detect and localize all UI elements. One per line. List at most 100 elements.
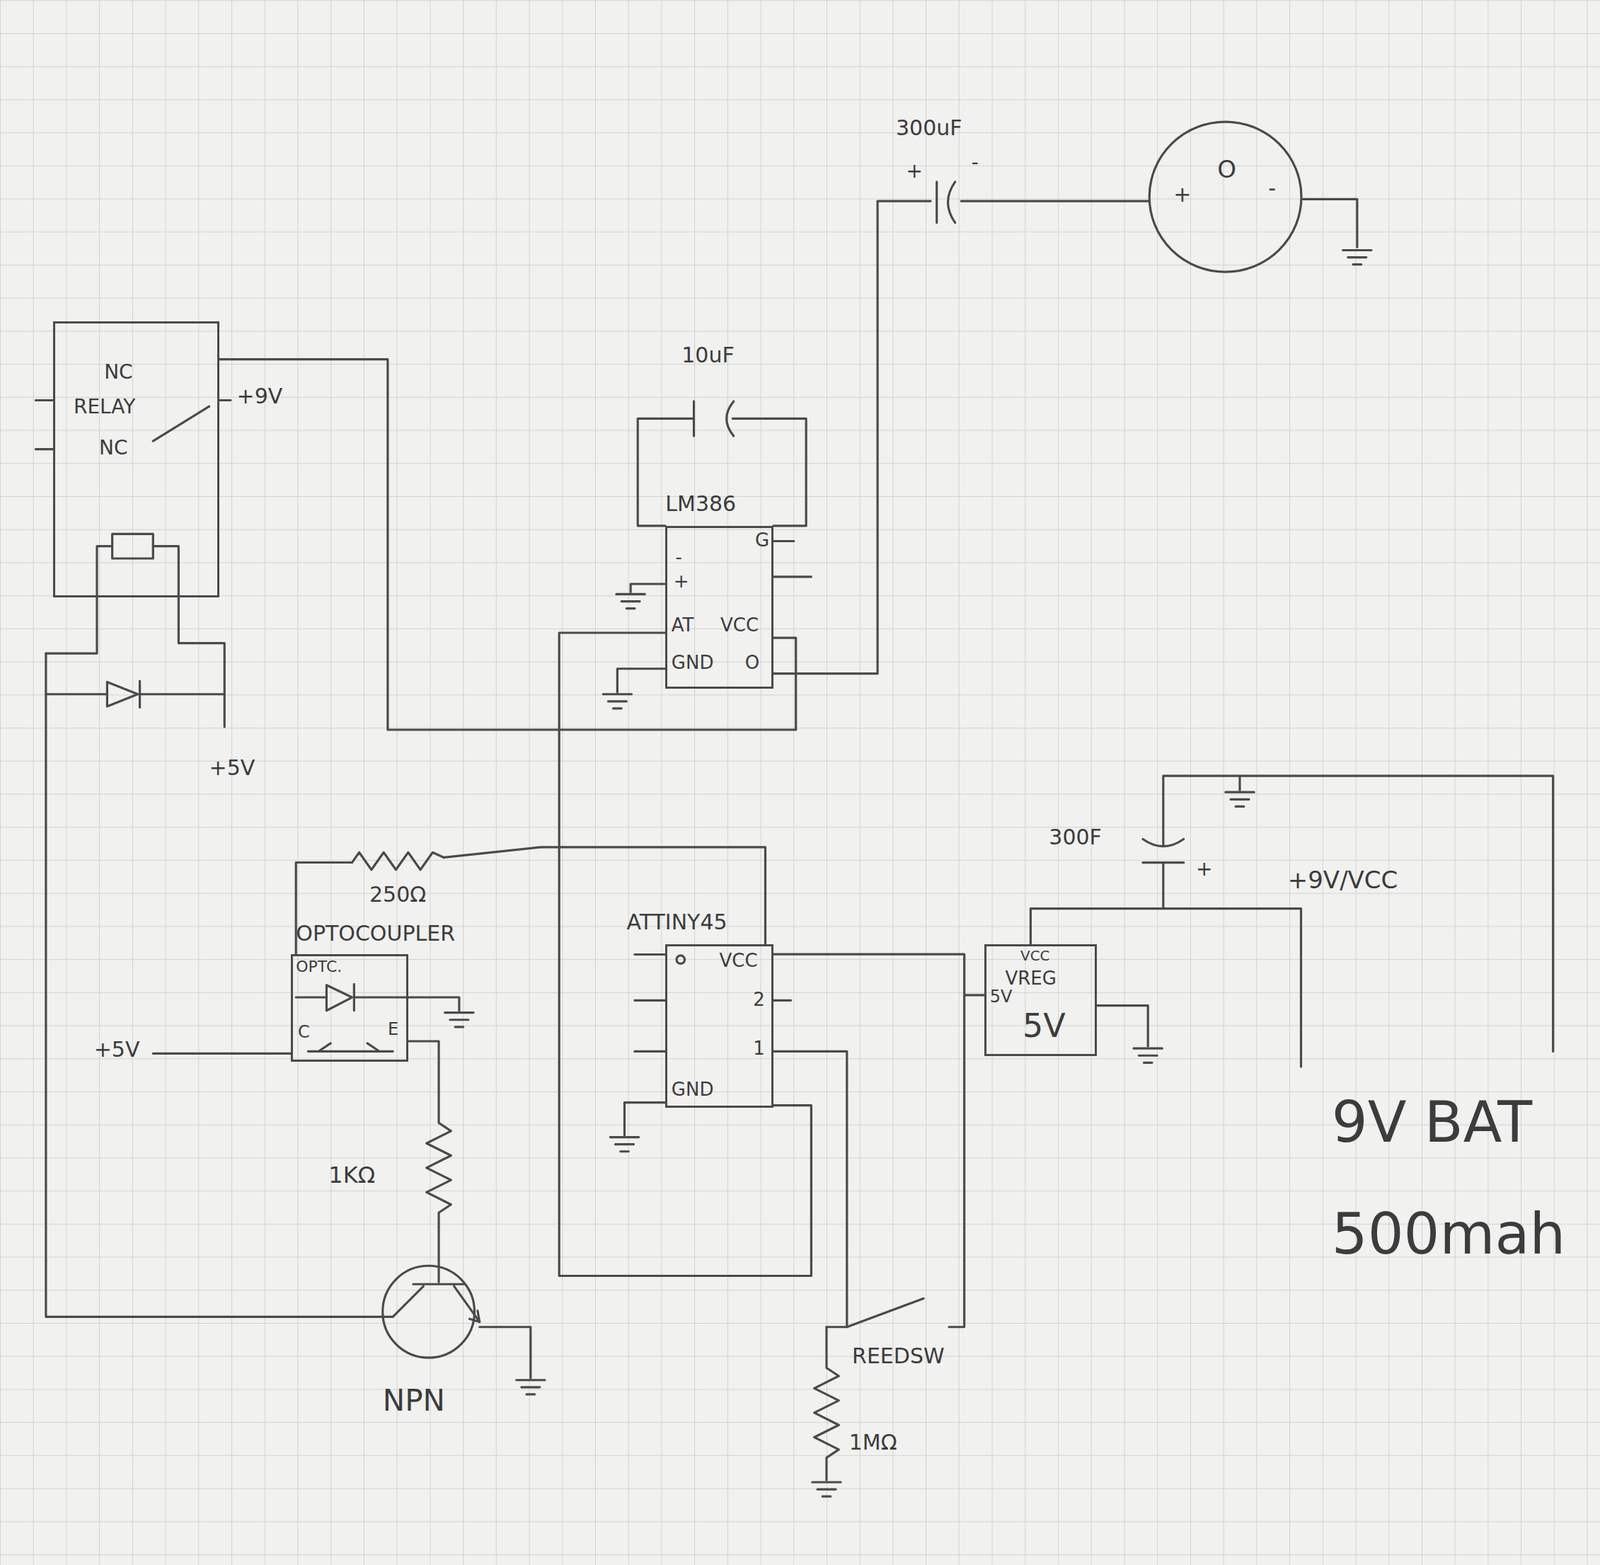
diode-symbol [106, 681, 138, 707]
node-text: NC [99, 438, 129, 458]
component-label: C [297, 1023, 310, 1041]
wire-connector [295, 847, 765, 954]
component-label: + [905, 161, 923, 182]
component-label: + [1195, 859, 1213, 879]
wire [630, 583, 666, 593]
speaker-outline [1149, 121, 1302, 272]
component-label: 1MΩ [849, 1431, 898, 1453]
wire [1302, 198, 1357, 247]
wire [1096, 1005, 1148, 1047]
ground-symbol [1133, 1048, 1162, 1063]
wire [45, 653, 393, 1317]
component-label: 5V [990, 987, 1013, 1005]
component-label: + [673, 571, 690, 591]
wiring [35, 181, 1553, 1496]
transistor-symbol [392, 1283, 480, 1322]
wire [617, 668, 666, 693]
component-label: NPN [382, 1385, 446, 1416]
component-label: G [755, 530, 770, 550]
node-text: VREG [1004, 968, 1056, 988]
wire-connector [773, 200, 1148, 674]
wire [624, 1102, 666, 1136]
ground-symbol [812, 1481, 841, 1496]
capacitor-plate [935, 181, 938, 223]
component-label: OPTC. [295, 958, 342, 975]
pin-stub [634, 953, 792, 1051]
transistor-arrow [469, 1310, 480, 1322]
component-label: 1KΩ [328, 1163, 376, 1187]
node-text: - [1268, 177, 1276, 199]
component-label: O [745, 653, 760, 672]
component-label: +9V/VCC [1287, 867, 1399, 892]
wire [152, 1052, 291, 1055]
component-label: AT [671, 615, 695, 635]
reed-switch-blade [847, 1297, 924, 1327]
capacitor-plate [692, 401, 695, 436]
wire [152, 546, 225, 727]
wire [45, 546, 113, 654]
wire [1238, 775, 1241, 790]
component-label: +5V [209, 757, 256, 779]
ground-symbol [609, 1137, 639, 1152]
speaker-circle: + O - [1147, 120, 1303, 274]
component-label: VCC [1020, 948, 1051, 963]
component-label: GND [671, 653, 715, 672]
wire [1030, 908, 1301, 1068]
led-symbol [326, 985, 352, 1011]
node-text: O [1217, 157, 1237, 182]
component-label: - [675, 547, 683, 567]
node-heading: OPTOCOUPLER [295, 922, 456, 945]
led-bar [353, 983, 356, 1010]
pin-stub [773, 540, 811, 577]
wire [948, 994, 965, 1327]
component-label: 500mah [1331, 1205, 1566, 1263]
wire [1161, 862, 1165, 909]
node-text: + [1173, 183, 1191, 206]
resistor-symbol [814, 1326, 840, 1480]
capacitor-plate [948, 181, 956, 223]
pin-one-dot [676, 955, 686, 964]
component-label: - [971, 152, 979, 173]
component-label: 10uF [681, 344, 734, 366]
ground-symbol [1225, 791, 1254, 807]
ground-symbol [602, 694, 632, 709]
component-label: E [387, 1020, 399, 1038]
component-label: +5V [94, 1038, 141, 1061]
capacitor-plate [1142, 861, 1184, 864]
capacitor-plate [726, 401, 734, 436]
ground-symbol [1343, 250, 1372, 265]
component-label: +9V [237, 385, 284, 407]
component-label: 250Ω [369, 883, 427, 906]
speaker-outline [1147, 120, 1303, 274]
node-text: 5V [1022, 1009, 1066, 1042]
component-label: GND [671, 1079, 715, 1099]
node-text: NC [104, 362, 134, 383]
resistor-symbol [408, 1040, 452, 1282]
diode-bar [138, 680, 141, 707]
component-label: VCC [719, 951, 758, 970]
node-heading: LM386 [665, 493, 736, 515]
resistor-symbol [351, 852, 444, 870]
wire [1163, 775, 1554, 1051]
component-label: 300uF [895, 117, 963, 139]
component-label: 2 [752, 990, 765, 1009]
component-label: REEDSW [852, 1345, 945, 1367]
ground-symbol [616, 593, 645, 608]
ground-symbol [445, 1012, 474, 1027]
relay-coil [112, 533, 154, 559]
ground-symbol [516, 1379, 545, 1395]
component-label: 9V BAT [1331, 1094, 1533, 1151]
component-label: 300F [1048, 826, 1102, 848]
relay-switch-arm [152, 406, 209, 441]
wire-connector [773, 953, 986, 995]
wire-connector [219, 359, 797, 730]
relay-box: NCRELAYNC [53, 321, 220, 597]
wire [637, 418, 807, 526]
